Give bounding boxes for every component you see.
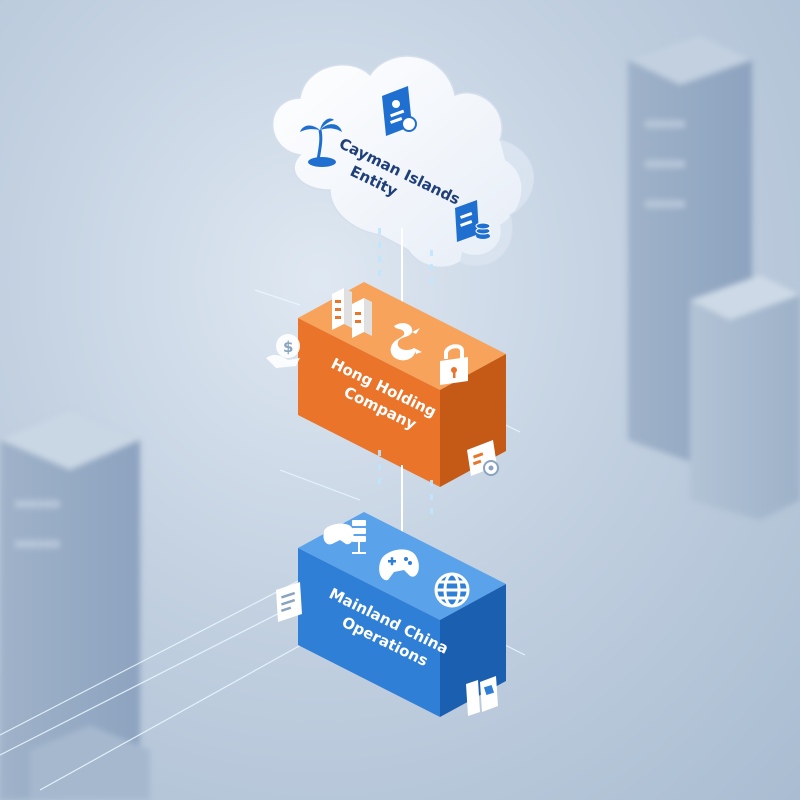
document-icon: [276, 582, 302, 622]
palm-tree-icon: [300, 118, 342, 167]
data-lines: [0, 289, 526, 791]
profile-document-icon: [382, 86, 417, 136]
finance-document-icon: [455, 200, 491, 242]
mobile-device-icon: [466, 676, 498, 716]
background-building-right: [628, 35, 800, 520]
hong-holding-company-block: $ Hong Holding Company: [266, 282, 506, 487]
buildings-icon: [332, 288, 372, 338]
padlock-icon: [440, 344, 468, 385]
id-card-icon: [467, 440, 499, 476]
money-hand-icon: $: [266, 334, 300, 368]
gamepad-icon: [379, 549, 419, 581]
game-server-icon: [323, 520, 366, 554]
svg-text:$: $: [283, 338, 293, 356]
dragon-icon: [390, 323, 422, 361]
globe-icon: [434, 572, 470, 608]
background-buildings: [0, 35, 800, 800]
mainland-china-operations-block: Mainland China Operations: [276, 512, 506, 717]
cayman-islands-cloud: Cayman Islands Entity: [271, 55, 535, 269]
